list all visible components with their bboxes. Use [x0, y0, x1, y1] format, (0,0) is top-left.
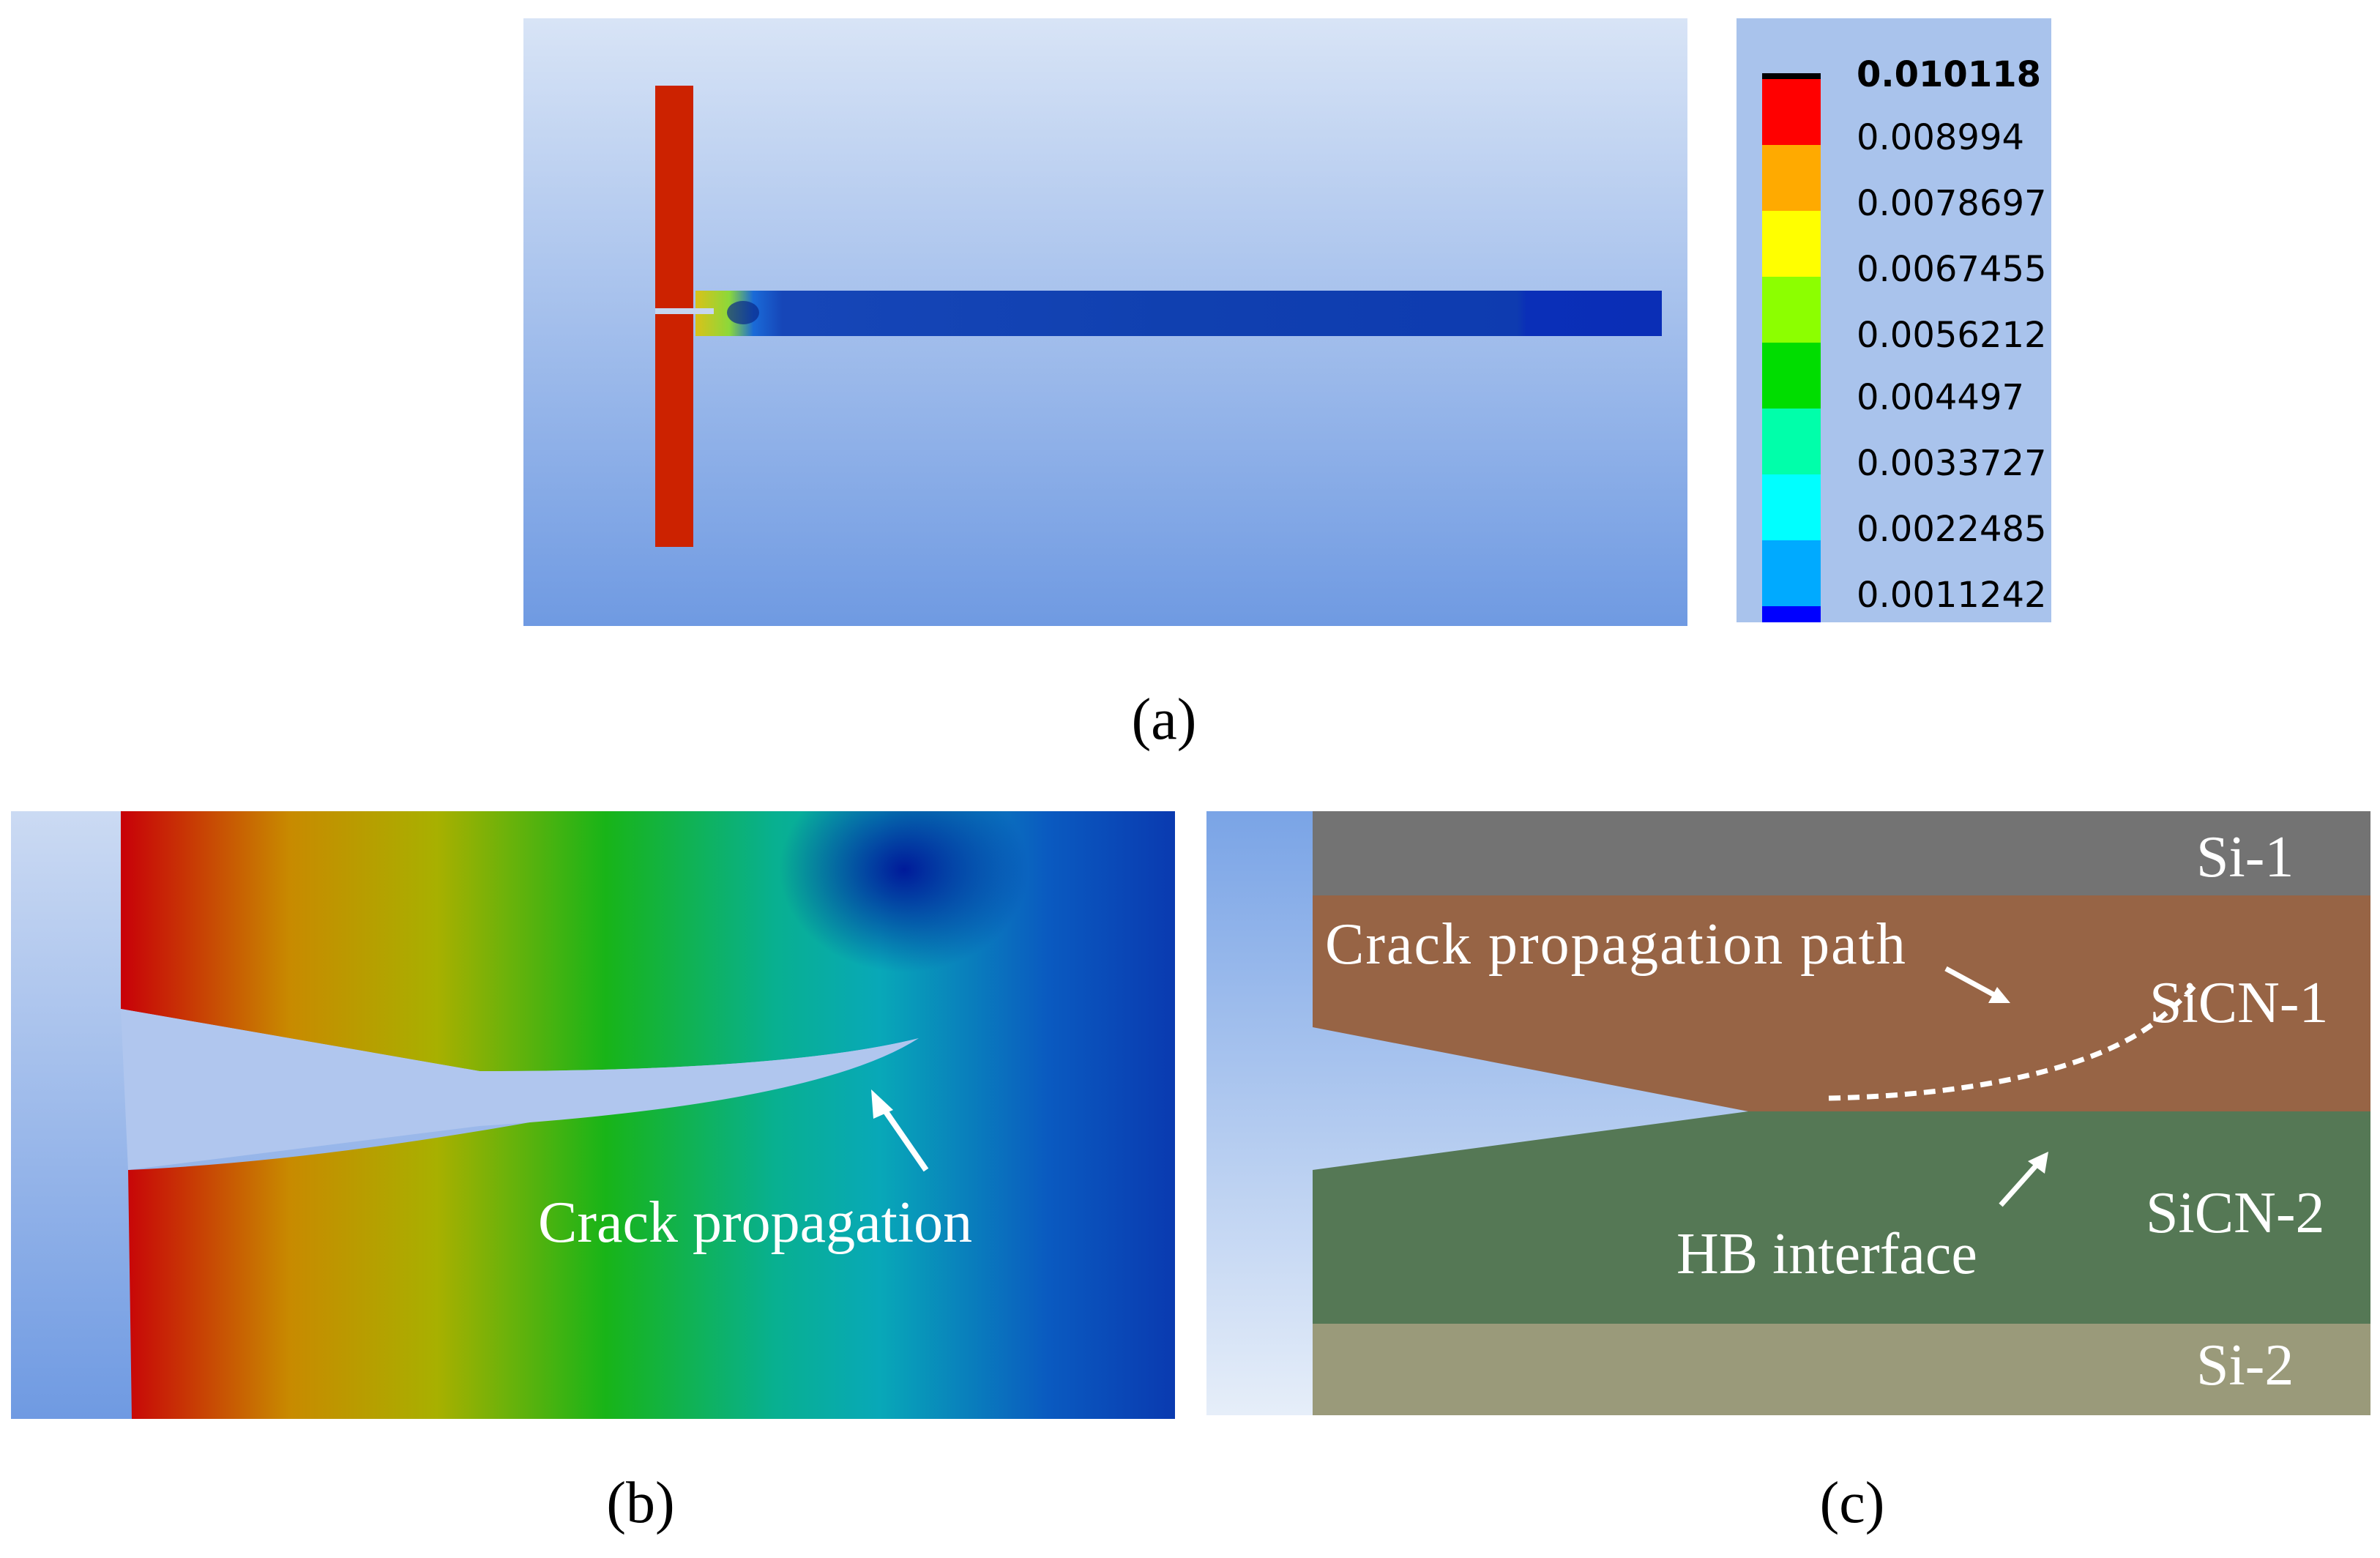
panel-b-arrowhead: [871, 1089, 893, 1119]
panel-a-vertical-bar: [655, 86, 693, 547]
layer-label-si-1: Si-1: [2196, 825, 2294, 890]
layer-sicn-1: [1313, 895, 2370, 1111]
legend-label: 0.0078697: [1857, 183, 2047, 224]
legend-swatch: [1762, 343, 1821, 409]
panel-a-legend: [1736, 18, 2051, 622]
interface-annotation: HB interface: [1676, 1222, 1977, 1286]
legend-swatch-max: [1762, 73, 1821, 79]
panel-a-contour-plot: [523, 18, 1687, 626]
legend-label: 0.0011242: [1857, 575, 2047, 616]
crack-path-arrowhead: [1988, 987, 2010, 1003]
panel-b-crack-opening: [121, 1009, 919, 1170]
layer-si-2: [1313, 1324, 2370, 1415]
legend-label: 0.0033727: [1857, 443, 2047, 484]
legend-swatch: [1762, 409, 1821, 474]
panel-a-beam: [695, 291, 1662, 336]
legend-label: 0.008994: [1857, 117, 2025, 158]
layer-label-si-2: Si-2: [2196, 1333, 2294, 1398]
legend-label: 0.010118: [1857, 54, 2042, 95]
interface-arrow: [1999, 1162, 2040, 1207]
legend-swatch: [1762, 540, 1821, 606]
legend-label: 0.0022485: [1857, 509, 2047, 550]
interface-arrowhead: [2028, 1152, 2048, 1174]
caption-c: (c): [1819, 1471, 1885, 1535]
crack-path-arrow: [1944, 966, 1997, 999]
caption-a: (a): [1131, 687, 1197, 752]
legend-swatch: [1762, 606, 1821, 622]
crack-path-annotation: Crack propagation path: [1325, 912, 1907, 977]
legend-label: 0.0056212: [1857, 315, 2047, 356]
legend-label: 0.004497: [1857, 377, 2025, 418]
legend-label: 0.0067455: [1857, 249, 2047, 290]
legend-swatch: [1762, 474, 1821, 540]
layer-label-sicn-2: SiCN-2: [2146, 1181, 2325, 1245]
panel-b-low-stress-region: [780, 811, 1029, 972]
caption-b: (b): [606, 1471, 675, 1535]
layer-si-1: [1313, 811, 2370, 895]
layer-label-sicn-1: SiCN-1: [2149, 971, 2329, 1035]
layer-sicn-2: [1313, 1111, 2370, 1324]
legend-swatch: [1762, 211, 1821, 277]
panel-b-annotation: Crack propagation: [538, 1190, 973, 1255]
panel-b-contour-plot: [11, 811, 1175, 1419]
panel-c-schematic: [1206, 811, 2370, 1415]
legend-swatch: [1762, 79, 1821, 145]
legend-swatch: [1762, 145, 1821, 211]
legend-swatch: [1762, 277, 1821, 343]
panel-a-crack: [655, 308, 714, 314]
panel-a-stress-spot: [727, 301, 759, 324]
